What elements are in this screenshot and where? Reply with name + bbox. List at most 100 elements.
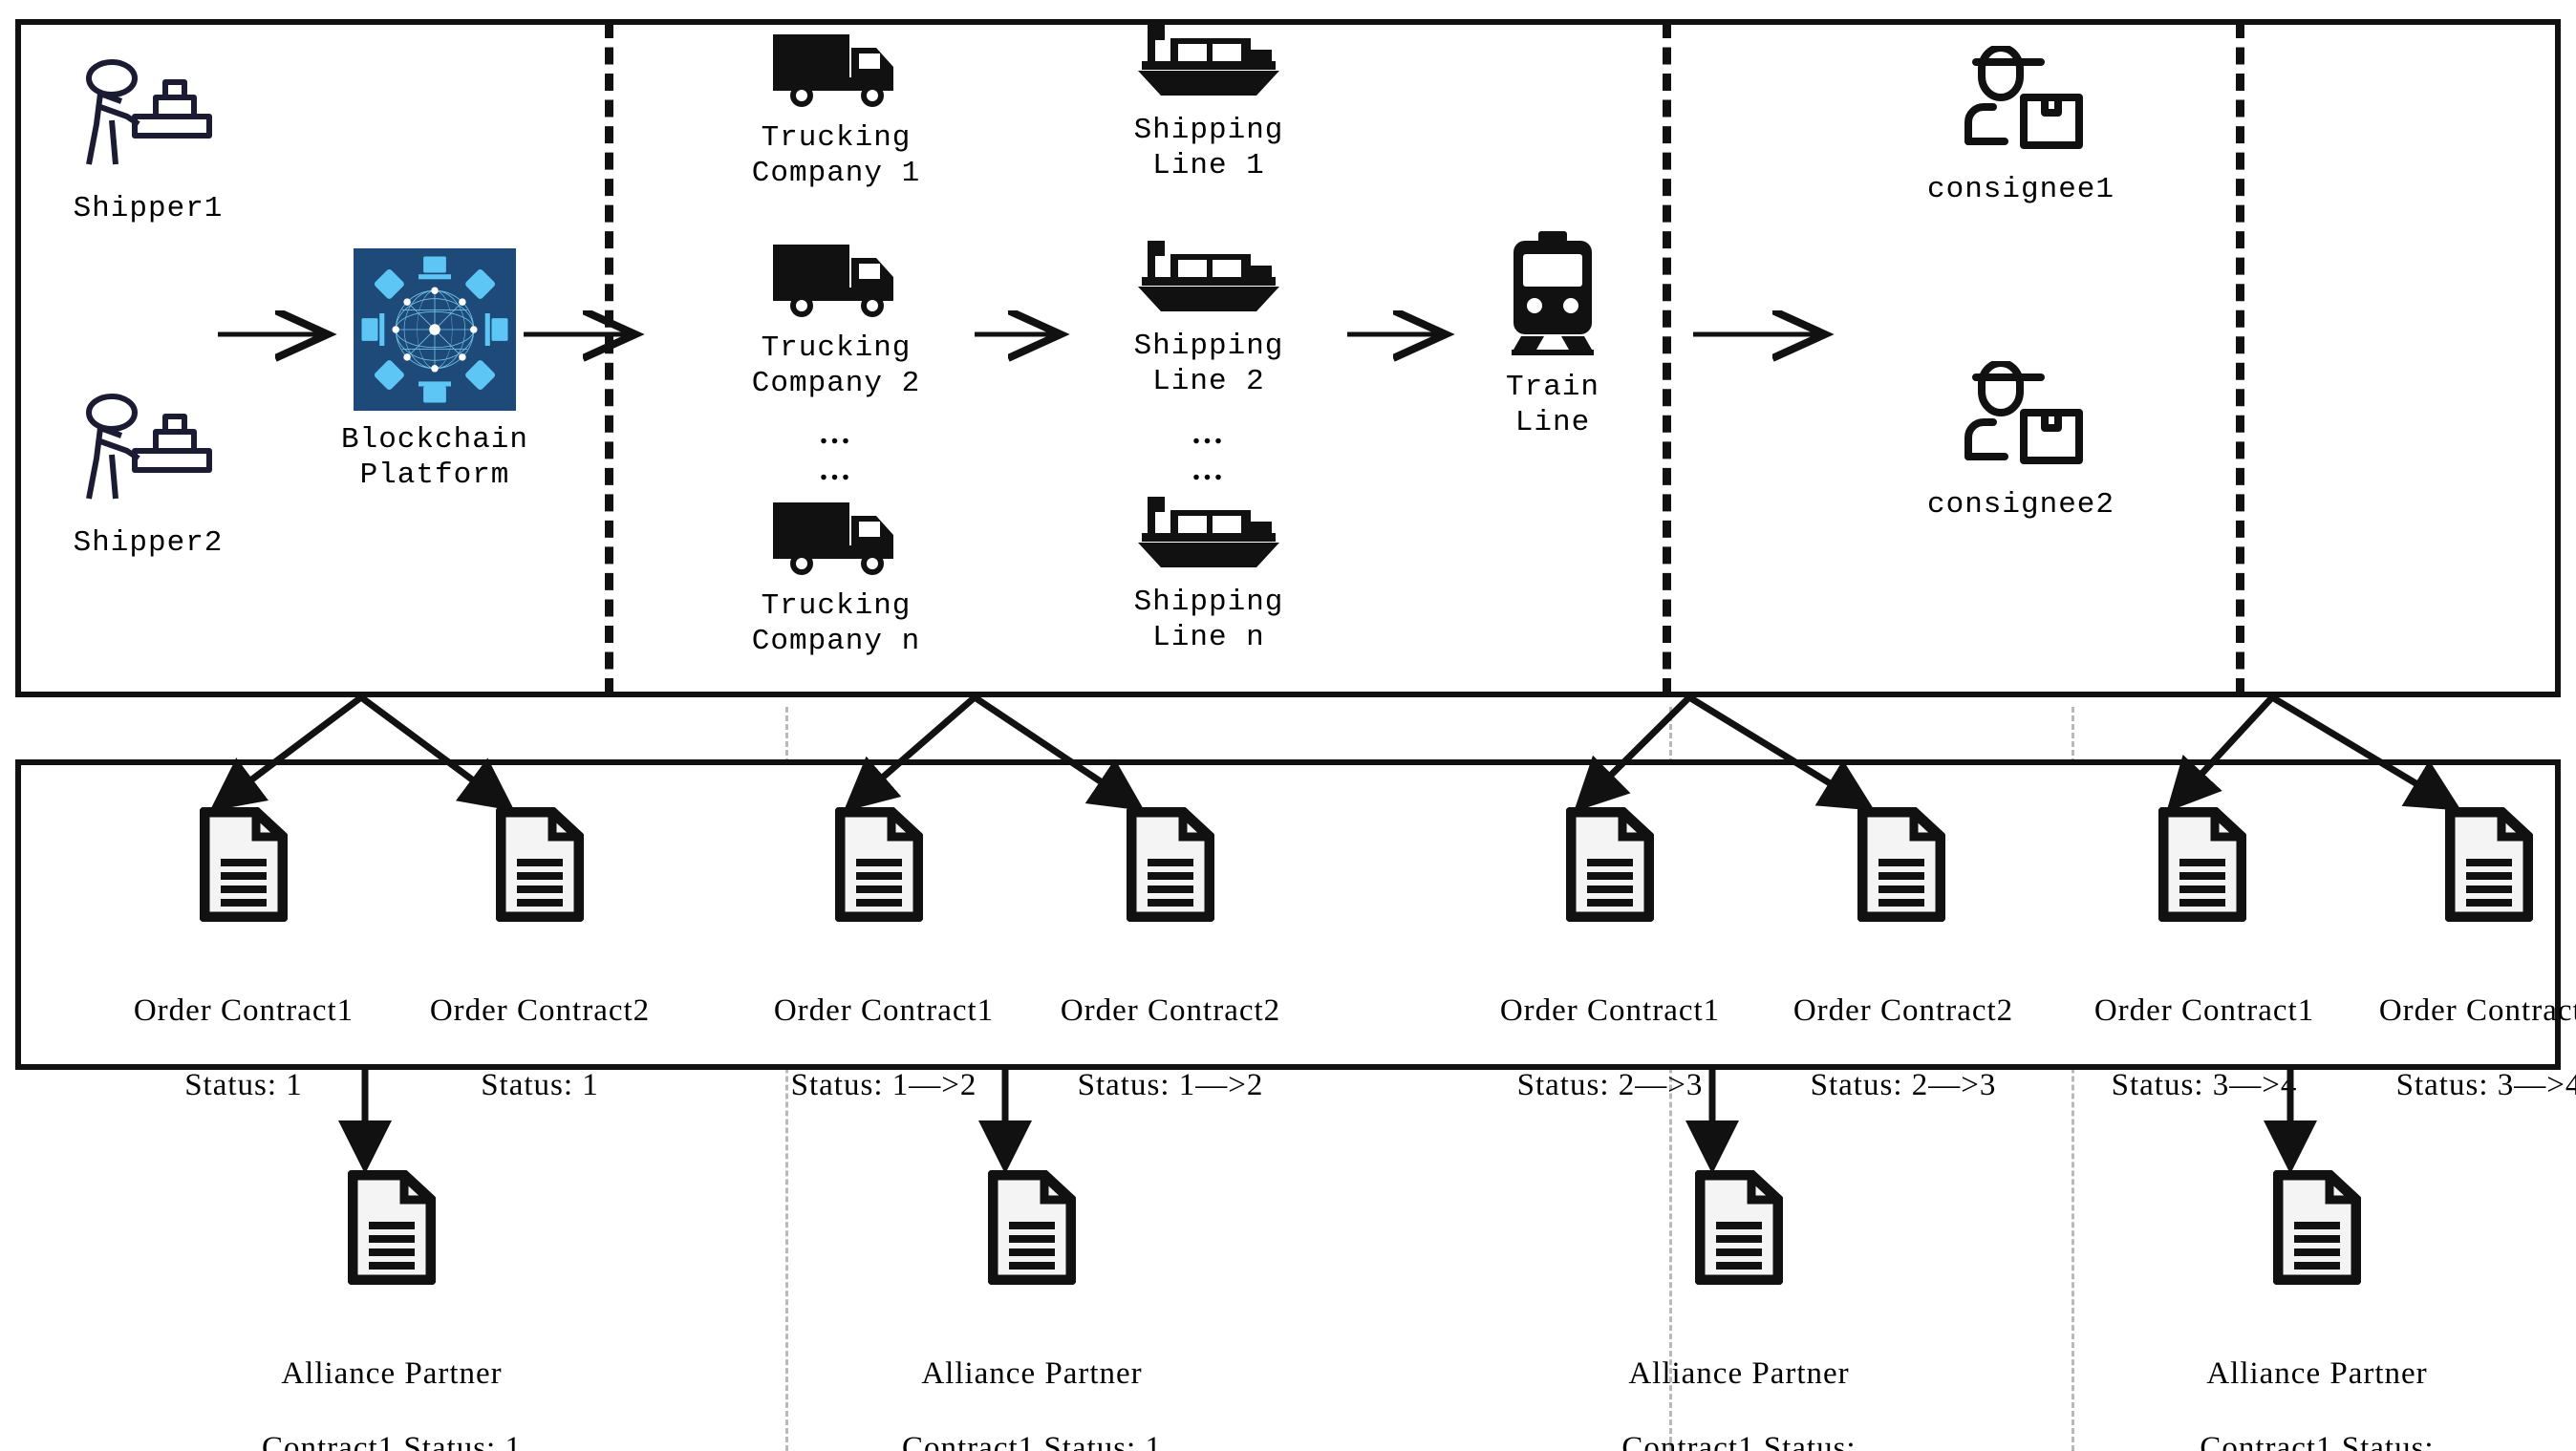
order-contract-label: Order Contract1 Status: 1 bbox=[19, 955, 468, 1104]
alliance-contract-line2: Contract1 Status: 1 bbox=[902, 1430, 1162, 1451]
consignee-2-node[interactable]: consignee2 bbox=[1897, 359, 2145, 523]
alliance-contract-line1: Alliance Partner bbox=[281, 1355, 503, 1391]
cargo-ship-icon bbox=[1132, 21, 1285, 110]
alliance-contract-line2: Contract1 Status: bbox=[1621, 1430, 1857, 1451]
order-contract-item[interactable] bbox=[1777, 806, 2026, 927]
order-contract-status: Status: 1—>2 bbox=[790, 1067, 977, 1102]
consignee-1-label: consignee1 bbox=[1926, 173, 2115, 206]
alliance-contract-label: Alliance Partner Contract1 Status: 1 bbox=[153, 1318, 631, 1451]
order-contract-item[interactable] bbox=[1486, 806, 1734, 927]
shipping-line-1-node[interactable]: Shipping Line 1 bbox=[1099, 21, 1319, 183]
order-contract-name: Order Contract2 bbox=[1792, 992, 2014, 1028]
consignee-parcel-icon bbox=[1949, 44, 2093, 165]
order-contract-status: Status: 1 bbox=[481, 1067, 599, 1102]
document-icon bbox=[1565, 806, 1655, 927]
order-contract-item[interactable] bbox=[755, 806, 1003, 927]
order-contract-label: Order Contract1 Status: 1—>2 bbox=[659, 955, 1108, 1104]
order-contract-name: Order Contract1 bbox=[2093, 992, 2315, 1028]
lane-divider-2 bbox=[1663, 21, 1671, 695]
shipper-1-label: Shipper1 bbox=[73, 192, 224, 225]
order-contract-name: Order Contract1 bbox=[773, 992, 995, 1028]
order-contract-name: Order Contract1 bbox=[1499, 992, 1721, 1028]
alliance-contract-label: Alliance Partner Contract1 Status: 2—>3 bbox=[2078, 1318, 2556, 1451]
shipper-2-node[interactable]: Shipper2 bbox=[48, 392, 248, 562]
shipping-ellipsis-1: ... bbox=[1191, 416, 1226, 451]
order-contract-item[interactable] bbox=[2078, 806, 2327, 927]
alliance-contract-label: Alliance Partner Contract1 Status: 1—>2 bbox=[1500, 1318, 1978, 1451]
trucking-company-n-label: Trucking Company n bbox=[751, 589, 921, 658]
alliance-contract-item[interactable] bbox=[2241, 1169, 2394, 1290]
lane-divider-3 bbox=[2236, 21, 2244, 695]
shipping-line-2-node[interactable]: Shipping Line 2 bbox=[1099, 237, 1319, 399]
order-contract-status: Status: 1 bbox=[184, 1067, 303, 1102]
document-icon bbox=[1857, 806, 1946, 927]
order-contract-label: Order Contract2 Status: 1 bbox=[315, 955, 764, 1104]
order-contract-label: Order Contract2 Status: 2—>3 bbox=[1679, 955, 2128, 1104]
order-contract-label: Order Contract2 Status: 1—>2 bbox=[946, 955, 1395, 1104]
document-icon bbox=[199, 806, 289, 927]
alliance-contract-item[interactable] bbox=[955, 1169, 1108, 1290]
document-icon bbox=[834, 806, 924, 927]
document-icon bbox=[987, 1169, 1077, 1290]
document-icon bbox=[495, 806, 585, 927]
shipping-line-n-node[interactable]: Shipping Line n bbox=[1099, 493, 1319, 655]
shipping-line-1-label: Shipping Line 1 bbox=[1133, 114, 1284, 182]
document-icon bbox=[1694, 1169, 1784, 1290]
order-contract-status: Status: 3—>4 bbox=[2111, 1067, 2298, 1102]
order-contract-status: Status: 2—>3 bbox=[1516, 1067, 1704, 1102]
column-guide-3 bbox=[2072, 707, 2074, 1451]
shipper-cart-icon bbox=[72, 392, 225, 521]
train-icon bbox=[1500, 229, 1605, 363]
lane-divider-1 bbox=[605, 21, 613, 695]
order-contract-box bbox=[15, 759, 2561, 1070]
order-contract-name: Order Contract2 bbox=[2378, 992, 2576, 1028]
document-icon bbox=[1126, 806, 1215, 927]
trucking-company-2-label: Trucking Company 2 bbox=[751, 331, 921, 400]
order-contract-status: Status: 3—>4 bbox=[2395, 1067, 2576, 1102]
consignee-1-node[interactable]: consignee1 bbox=[1897, 44, 2145, 208]
order-contract-item[interactable] bbox=[416, 806, 664, 927]
alliance-contract-item[interactable] bbox=[315, 1169, 468, 1290]
blockchain-network-icon bbox=[354, 248, 516, 416]
order-contract-status: Status: 1—>2 bbox=[1077, 1067, 1264, 1102]
order-contract-item[interactable] bbox=[2365, 806, 2576, 927]
alliance-contract-item[interactable] bbox=[1663, 1169, 1815, 1290]
alliance-contract-line2: Contract1 Status: 1 bbox=[262, 1430, 522, 1451]
cargo-ship-icon bbox=[1132, 493, 1285, 582]
train-line-label: Train Line bbox=[1505, 371, 1599, 439]
blockchain-platform-node[interactable]: Blockchain Platform bbox=[315, 248, 554, 493]
trucking-ellipsis-1: ... bbox=[819, 416, 853, 451]
trucking-company-1-node[interactable]: Trucking Company 1 bbox=[726, 29, 946, 191]
blockchain-platform-label: Blockchain Platform bbox=[340, 423, 529, 492]
trucking-company-1-label: Trucking Company 1 bbox=[751, 121, 921, 190]
order-contract-label: Order Contract1 Status: 3—>4 bbox=[1980, 955, 2429, 1104]
document-icon bbox=[2272, 1169, 2362, 1290]
alliance-contract-label: Alliance Partner Contract1 Status: 1 bbox=[793, 1318, 1271, 1451]
truck-icon bbox=[767, 239, 906, 328]
alliance-contract-line1: Alliance Partner bbox=[2206, 1355, 2428, 1391]
shipper-1-node[interactable]: Shipper1 bbox=[48, 57, 248, 227]
shipper-cart-icon bbox=[72, 57, 225, 186]
order-contract-item[interactable] bbox=[119, 806, 368, 927]
trucking-company-2-node[interactable]: Trucking Company 2 bbox=[726, 239, 946, 401]
consignee-parcel-icon bbox=[1949, 359, 2093, 480]
alliance-contract-line1: Alliance Partner bbox=[921, 1355, 1143, 1391]
column-guide-2 bbox=[1669, 707, 1672, 1451]
consignee-2-label: consignee2 bbox=[1926, 488, 2115, 522]
trucking-company-n-node[interactable]: Trucking Company n bbox=[726, 497, 946, 659]
shipping-ellipsis-2: ... bbox=[1191, 452, 1226, 487]
train-line-node[interactable]: Train Line bbox=[1443, 229, 1663, 440]
document-icon bbox=[2444, 806, 2534, 927]
order-contract-name: Order Contract2 bbox=[429, 992, 651, 1028]
document-icon bbox=[2157, 806, 2247, 927]
shipping-line-2-label: Shipping Line 2 bbox=[1133, 330, 1284, 398]
order-contract-label: Order Contract1 Status: 2—>3 bbox=[1385, 955, 1835, 1104]
document-icon bbox=[347, 1169, 437, 1290]
shipping-line-n-label: Shipping Line n bbox=[1133, 586, 1284, 654]
truck-icon bbox=[767, 497, 906, 586]
column-guide-1 bbox=[785, 707, 788, 1451]
order-contract-item[interactable] bbox=[1046, 806, 1295, 927]
trucking-ellipsis-2: ... bbox=[819, 452, 853, 487]
alliance-contract-line1: Alliance Partner bbox=[1628, 1355, 1850, 1391]
